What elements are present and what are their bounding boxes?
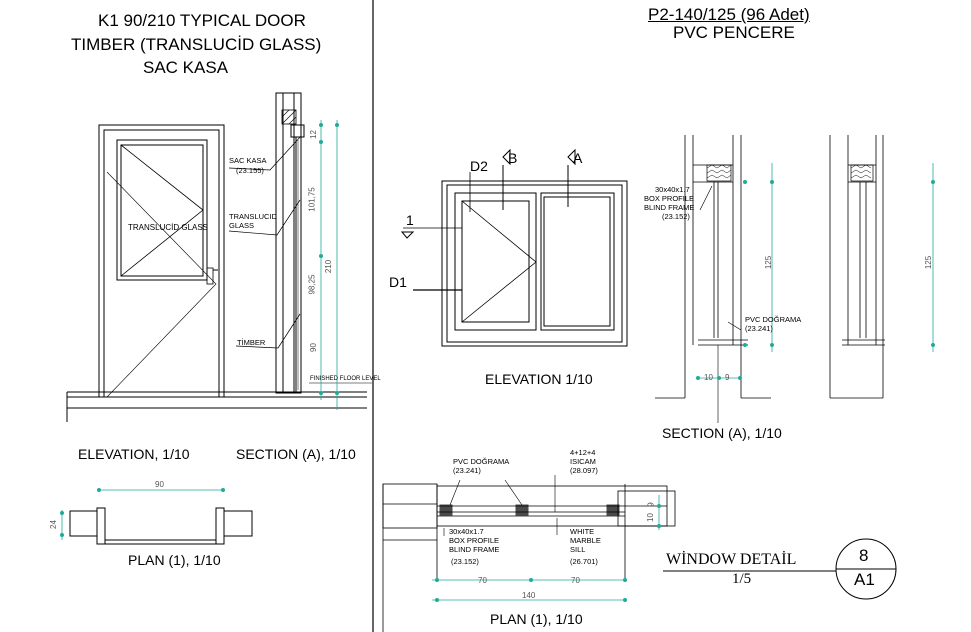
dim-140: 140	[522, 591, 536, 600]
dim-24: 24	[48, 520, 58, 529]
label-1: 1	[406, 212, 414, 228]
ffl-label: FINISHED FLOOR LEVEL	[310, 376, 381, 382]
pvc-dograma-section-line-1: PVC DOĞRAMA	[745, 315, 802, 324]
section-marker-b: B	[508, 150, 518, 166]
label-d1: D1	[389, 274, 407, 290]
pvc-dograma-plan-line-1: PVC DOĞRAMA	[453, 457, 510, 466]
dim-70-left: 70	[478, 576, 487, 585]
dim-10-plan: 10	[645, 513, 655, 522]
pvc-dograma-plan-line-2: (23.241)	[453, 466, 481, 475]
translucid-label-2: GLASS	[229, 221, 255, 230]
door-title-line-1: K1 90/210 TYPICAL DOOR	[98, 11, 306, 30]
plan-box-profile-line-1: 30x40x1.7	[449, 527, 484, 536]
dim-125-section-1: 125	[764, 255, 774, 270]
detail-scale: 1/5	[732, 571, 752, 587]
dim-9-plan: 9	[646, 502, 656, 507]
door-title-line-3: SAC KASA	[143, 58, 229, 77]
timber-label: TİMBER	[237, 338, 266, 347]
plan-box-profile-line-3: BLIND FRAME	[449, 545, 500, 554]
dim-12: 12	[308, 130, 318, 139]
label-d2: D2	[470, 158, 488, 174]
dim-70-right: 70	[571, 576, 580, 585]
window-title-line-1: P2-140/125 (96 Adet)	[648, 5, 810, 24]
marble-line-2: MARBLE	[570, 536, 601, 545]
sac-kasa-code: (23.155)	[236, 166, 264, 175]
dim-210: 210	[324, 259, 334, 274]
section-marker-a: A	[573, 150, 583, 166]
marble-line-4: (26.701)	[570, 557, 598, 566]
dim-101-75: 101,75	[307, 187, 317, 212]
isicam-line-1: 4+12+4	[570, 448, 596, 457]
dim-98-25: 98,25	[307, 274, 317, 295]
detail-bubble-sheet: A1	[854, 570, 875, 589]
detail-bubble-number: 8	[859, 546, 869, 565]
dim-125-section-2: 125	[924, 255, 934, 270]
detail-title: WİNDOW DETAİL	[666, 551, 797, 568]
pvc-dograma-section-line-2: (23.241)	[745, 324, 773, 333]
box-profile-line-1: 30x40x1.7	[655, 185, 690, 194]
isicam-line-3: (28.097)	[570, 466, 598, 475]
isicam-line-2: ISICAM	[570, 457, 596, 466]
window-elevation-caption: ELEVATION 1/10	[485, 371, 593, 387]
box-profile-line-3: BLIND FRAME	[644, 203, 695, 212]
plan-box-profile-line-2: BOX PROFILE	[449, 536, 500, 545]
door-section-caption: SECTION (A), 1/10	[236, 446, 356, 462]
plan-box-profile-line-4: (23.152)	[451, 557, 479, 566]
dim-9: 9	[725, 373, 730, 382]
door-title-line-2: TIMBER (TRANSLUCİD GLASS)	[71, 35, 322, 54]
window-section-caption: SECTION (A), 1/10	[662, 425, 782, 441]
door-elevation-caption: ELEVATION, 1/10	[78, 446, 190, 462]
dim-10: 10	[704, 373, 713, 382]
translucid-label-1: TRANSLUCID	[229, 212, 277, 221]
box-profile-line-2: BOX PROFILE	[644, 194, 695, 203]
dim-90-vertical: 90	[308, 343, 318, 352]
door-plan-caption: PLAN (1), 1/10	[128, 552, 221, 568]
box-profile-line-4: (23.152)	[662, 212, 690, 221]
window-plan-caption: PLAN (1), 1/10	[490, 611, 583, 627]
sac-kasa-label: SAC KASA	[229, 156, 267, 165]
window-title-line-2: PVC PENCERE	[673, 23, 795, 42]
marble-line-1: WHITE	[570, 527, 595, 536]
glass-label: TRANSLUCİD GLASS	[128, 223, 209, 232]
dim-90: 90	[155, 480, 164, 489]
marble-line-3: SILL	[570, 545, 586, 554]
